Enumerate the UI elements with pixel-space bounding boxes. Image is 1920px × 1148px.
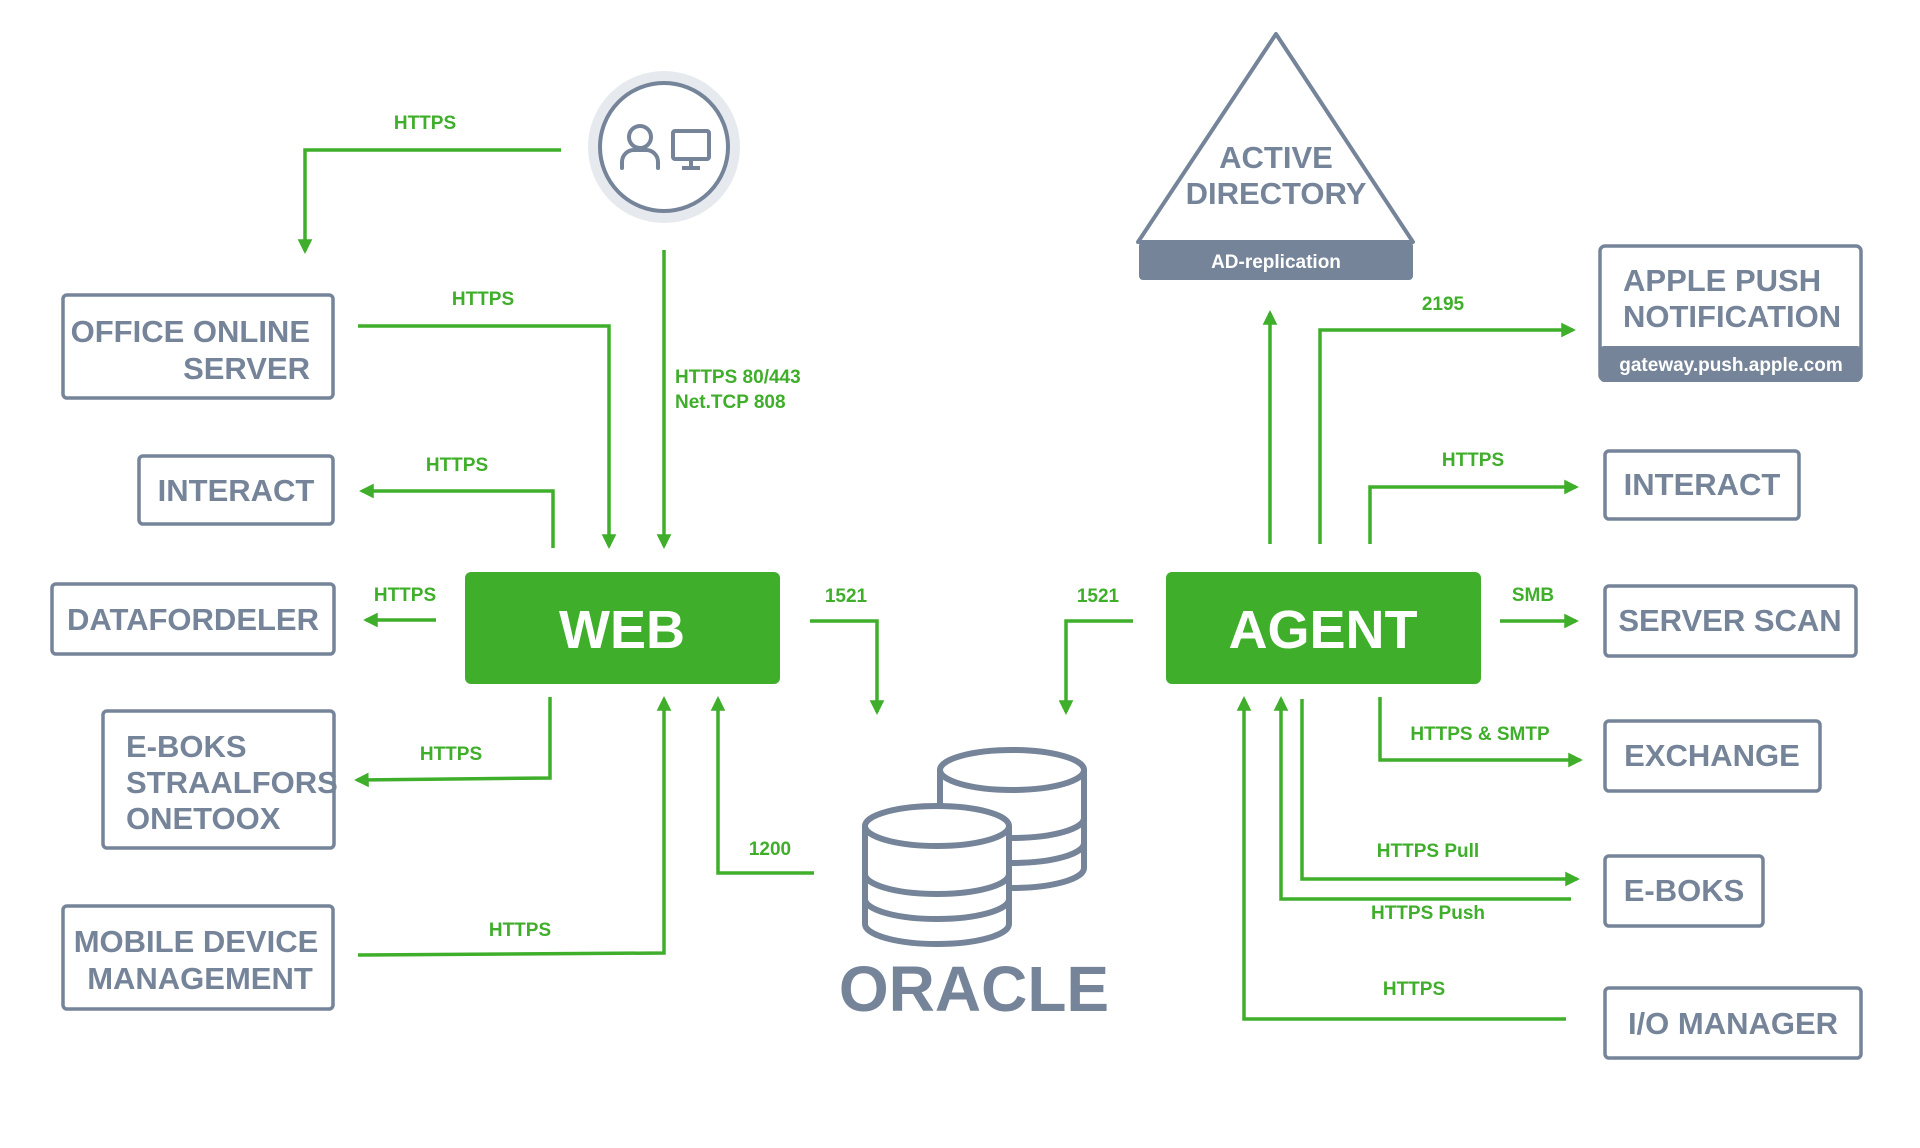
connection-label: HTTPS & SMTP [1410, 724, 1550, 745]
agent-node: AGENT [1166, 572, 1481, 684]
ad-replication-label: AD-replication [1211, 252, 1341, 273]
user-client-node [588, 71, 740, 223]
arrow-icon [1273, 696, 1571, 901]
connection-label: 1521 [825, 586, 868, 607]
box-label: MANAGEMENT [87, 961, 313, 996]
arrow-icon [1378, 697, 1583, 768]
exchange-box: EXCHANGE [1603, 719, 1822, 793]
agent-label: AGENT [1229, 600, 1418, 660]
connection-label: HTTPS Pull [1377, 841, 1479, 862]
apple-gateway-label: gateway.push.apple.com [1619, 355, 1842, 376]
connection-label: SMB [1512, 585, 1554, 606]
io-manager-box: I/O MANAGER [1603, 986, 1863, 1060]
box-label: INTERACT [158, 473, 315, 508]
user-icon [620, 124, 660, 170]
box-label: ONETOOX [126, 801, 281, 836]
database-icon [862, 747, 1087, 947]
connection-label: 2195 [1422, 294, 1465, 315]
box-label: E-BOKS [1624, 873, 1745, 908]
arrow-icon [710, 696, 814, 875]
arrow-icon [357, 696, 672, 957]
web-label: WEB [559, 600, 685, 660]
box-label: E-BOKS [126, 729, 247, 764]
box-label: SERVER SCAN [1618, 603, 1841, 638]
box-label: ACTIVE [1219, 140, 1333, 175]
box-label: MOBILE DEVICE [74, 924, 319, 959]
arrow-icon [1058, 619, 1133, 715]
connection-label: HTTPS [420, 744, 482, 765]
arrow-icon [1368, 479, 1579, 544]
arrow-icon [1236, 696, 1566, 1021]
monitor-icon [671, 129, 711, 170]
box-label: SERVER [183, 351, 310, 386]
box-label: STRAALFORS [126, 765, 338, 800]
connection-label: HTTPS [1383, 979, 1445, 1000]
datafordeler-box: DATAFORDELER [50, 582, 336, 656]
connection-labels: HTTPS HTTPS HTTPS 80/443 Net.TCP 808 HTT… [374, 113, 1554, 1000]
arrow-icon [1300, 699, 1580, 887]
arrow-icon [358, 324, 617, 549]
connection-label: HTTPS Push [1371, 903, 1485, 924]
connectors-right [1058, 310, 1583, 1021]
connection-label: HTTPS [489, 920, 551, 941]
connection-label: 1200 [749, 839, 791, 860]
arrow-icon [354, 697, 552, 788]
box-label: NOTIFICATION [1623, 299, 1841, 334]
box-label: EXCHANGE [1624, 738, 1800, 773]
arrow-icon [810, 619, 885, 715]
box-label: I/O MANAGER [1628, 1006, 1838, 1041]
interact-box-right: INTERACT [1603, 449, 1801, 521]
web-node: WEB [465, 572, 780, 684]
eboks-box-right: E-BOKS [1603, 854, 1765, 928]
server-scan-box: SERVER SCAN [1603, 584, 1858, 658]
eboks-straalfors-onetoox-box: E-BOKS STRAALFORS ONETOOX [101, 709, 338, 850]
box-label: DATAFORDELER [67, 602, 319, 637]
box-label: INTERACT [1624, 467, 1781, 502]
interact-box-left: INTERACT [137, 454, 335, 526]
connection-label: HTTPS 80/443 [675, 367, 801, 388]
connection-label: HTTPS [452, 289, 514, 310]
arrow-icon [359, 483, 555, 548]
active-directory-node: ACTIVE DIRECTORY AD-replication [1136, 32, 1415, 280]
connection-label: HTTPS [394, 113, 456, 134]
box-label: OFFICE ONLINE [71, 314, 310, 349]
connection-label: HTTPS [374, 585, 436, 606]
connection-label: Net.TCP 808 [675, 392, 786, 413]
arrow-icon [297, 148, 561, 254]
mobile-device-management-box: MOBILE DEVICE MANAGEMENT [61, 904, 335, 1011]
apple-push-notification-box: APPLE PUSH NOTIFICATION gateway.push.app… [1598, 244, 1863, 382]
connection-label: HTTPS [426, 455, 488, 476]
connectors-left [297, 148, 885, 957]
arrow-icon [1318, 322, 1576, 544]
oracle-database: ORACLE [839, 747, 1109, 1025]
connection-label: 1521 [1077, 586, 1120, 607]
office-online-server-box: OFFICE ONLINE SERVER [61, 293, 335, 400]
box-label: APPLE PUSH [1623, 263, 1821, 298]
oracle-label: ORACLE [839, 953, 1109, 1025]
connection-label: HTTPS [1442, 450, 1504, 471]
box-label: DIRECTORY [1186, 176, 1367, 211]
